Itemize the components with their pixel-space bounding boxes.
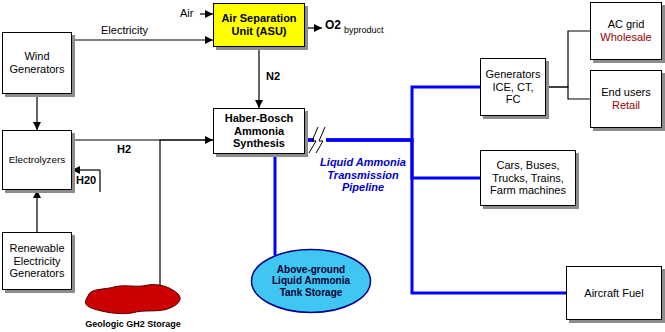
storage-ellipse: Above-ground Liquid Ammonia Tank Storage	[250, 248, 372, 314]
node-text: Haber-Bosch Ammonia Synthesis	[217, 112, 301, 150]
blob-outline	[86, 285, 181, 314]
process-box: Electrolyzers	[2, 130, 72, 190]
market-box: AC gridWholesale	[590, 2, 662, 60]
text-wrap: End usersRetail	[591, 71, 661, 127]
node-text: Cars, Buses, Trucks, Trains, Farm machin…	[484, 159, 572, 197]
text-wrap: Haber-Bosch Ammonia Synthesis	[214, 109, 304, 153]
node-text: Electrolyzers	[9, 154, 66, 165]
oxygen-arrow	[305, 27, 322, 28]
pipeline-connector	[305, 87, 480, 140]
text-wrap: Renewable Electricity Generators	[3, 233, 71, 289]
node-text: Aircraft Fuel	[584, 287, 643, 300]
pipeline-break-gap	[314, 135, 326, 145]
market-box: End usersRetail	[590, 70, 662, 128]
water-line	[99, 170, 100, 192]
consumer-box: Aircraft Fuel	[566, 266, 662, 320]
node-text: Air Separation Unit (ASU)	[217, 12, 301, 37]
blob-shape	[74, 282, 192, 316]
source-box: Wind Generators	[2, 32, 72, 94]
node-text: Generators ICE, CT, FC	[484, 68, 542, 106]
water-arrow	[72, 169, 100, 170]
edge-label: N2	[265, 70, 281, 83]
flow-connector	[258, 47, 259, 108]
flow-connector	[160, 140, 213, 286]
edge-label: Electricity	[100, 24, 149, 37]
flow-connector	[36, 94, 37, 130]
process-box: Haber-Bosch Ammonia Synthesis	[213, 108, 305, 154]
flow-connector	[72, 39, 213, 40]
storage-blob: Geologic GH2 Storage	[74, 282, 192, 330]
source-box: Renewable Electricity Generators	[2, 232, 72, 290]
output-note: byproduct	[344, 25, 384, 35]
flow-connector	[36, 190, 37, 232]
text-wrap: Wind Generators	[3, 33, 71, 93]
edge-label: H2	[116, 143, 132, 156]
consumer-box: Cars, Buses, Trucks, Trains, Farm machin…	[480, 150, 576, 206]
node-text: Wholesale	[600, 31, 651, 44]
node-text: AC grid	[608, 18, 645, 31]
consumer-box: Generators ICE, CT, FC	[480, 58, 546, 116]
pipeline-label: Liquid Ammonia Transmission Pipeline	[318, 156, 408, 194]
ellipse-outline	[252, 250, 371, 313]
flow-connector	[546, 87, 590, 99]
node-text: End users	[601, 86, 651, 99]
node-text: Retail	[612, 99, 640, 112]
air-arrow	[200, 13, 213, 14]
node-text: Above-ground Liquid Ammonia Tank Storage	[264, 264, 358, 299]
node-text: Geologic GH2 Storage	[85, 319, 181, 329]
node-text: Renewable Electricity Generators	[6, 242, 68, 280]
pipeline-break-symbol	[309, 127, 318, 153]
pipeline-break-symbol	[316, 127, 325, 153]
text-wrap: Geologic GH2 Storage	[74, 282, 192, 330]
pipeline-connector	[274, 154, 277, 256]
text-wrap: Above-ground Liquid Ammonia Tank Storage	[250, 248, 372, 314]
output-label: O2	[325, 19, 341, 33]
input-label: Air	[180, 7, 193, 20]
flow-connector	[546, 31, 590, 87]
node-text: Wind Generators	[6, 50, 68, 75]
input-label: H20	[76, 174, 96, 187]
text-wrap: AC gridWholesale	[591, 3, 661, 59]
text-wrap: Electrolyzers	[3, 131, 71, 189]
text-wrap: Cars, Buses, Trucks, Trains, Farm machin…	[481, 151, 575, 205]
process-box: Air Separation Unit (ASU)	[213, 3, 305, 47]
text-wrap: Generators ICE, CT, FC	[481, 59, 545, 115]
text-wrap: Aircraft Fuel	[567, 267, 661, 319]
text-wrap: Air Separation Unit (ASU)	[214, 4, 304, 46]
